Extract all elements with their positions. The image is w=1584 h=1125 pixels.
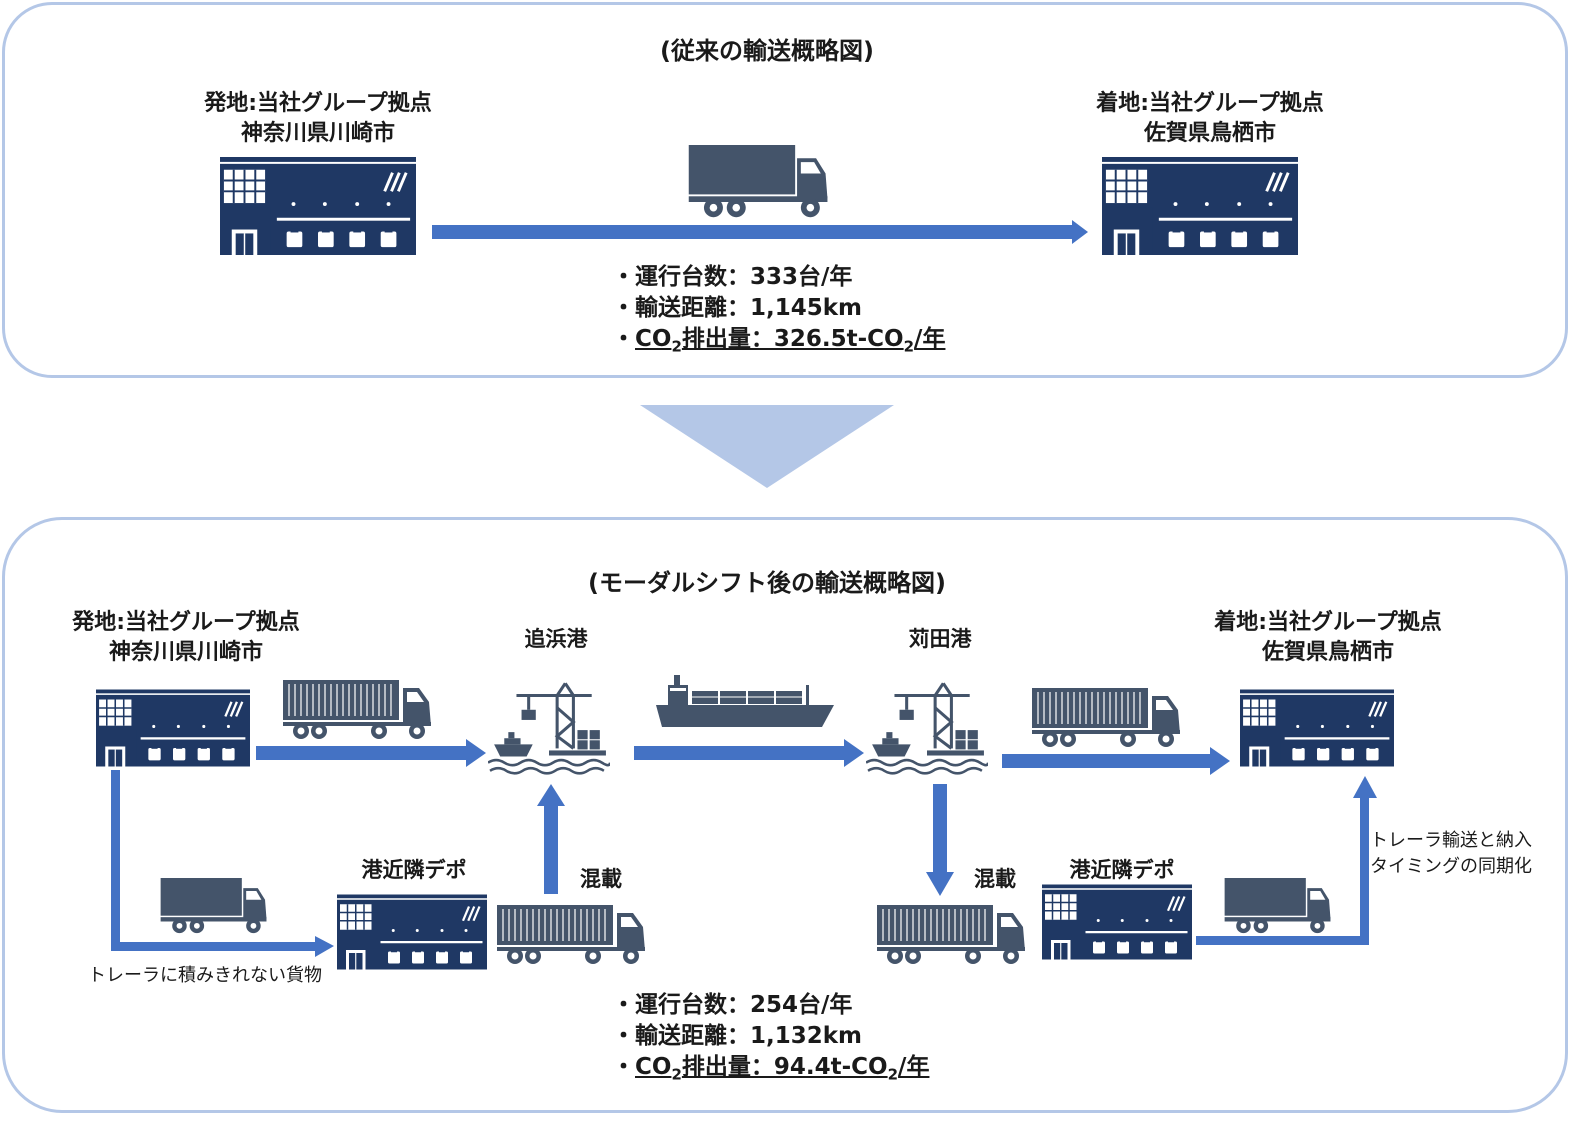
sync-note: トレーラ輸送と納入 タイミングの同期化 <box>1370 828 1532 880</box>
destination-line2: 佐賀県鳥栖市 <box>1261 640 1394 665</box>
conventional-stats: ・運行台数：333台/年 ・輸送距離：1,145km ・CO2排出量：326.5… <box>612 262 945 363</box>
destination-line2: 佐賀県鳥栖市 <box>1143 121 1276 146</box>
trailer-truck-icon <box>497 905 646 965</box>
port-origin-label: 追浜港 <box>524 627 588 651</box>
stat-distance: ・輸送距離：1,145km <box>612 295 863 321</box>
port-crane-icon <box>488 681 610 775</box>
port-crane-icon <box>866 681 988 775</box>
modal-origin-label: 発地:当社グループ拠点 神奈川県川崎市 <box>36 608 336 668</box>
trailer-truck-icon <box>283 680 432 740</box>
stat-co2: ・CO2排出量：94.4t-CO2/年 <box>612 1054 930 1084</box>
stat-co2: ・CO2排出量：326.5t-CO2/年 <box>612 326 946 356</box>
origin-line1: 発地:当社グループ拠点 <box>72 610 300 635</box>
depot-right-label: 港近隣デポ <box>1069 858 1175 882</box>
origin-line1: 発地:当社グループ拠点 <box>204 91 432 116</box>
conventional-destination-label: 着地:当社グループ拠点 佐賀県鳥栖市 <box>1060 89 1360 149</box>
port-destination-label: 苅田港 <box>908 627 972 651</box>
destination-line1: 着地:当社グループ拠点 <box>1096 91 1324 116</box>
modal-shift-title: (モーダルシフト後の輸送概略図) <box>588 569 946 597</box>
stat-trips: ・運行台数：254台/年 <box>612 992 853 1018</box>
modal-shift-panel <box>2 517 1568 1113</box>
conventional-title: (従来の輸送概略図) <box>660 37 874 65</box>
overflow-cargo-note: トレーラに積みきれない貨物 <box>88 965 322 986</box>
arrows-modal-shift <box>111 739 1377 957</box>
warehouse-icon <box>1042 883 1192 961</box>
sync-note-line1: トレーラ輸送と納入 <box>1370 830 1532 851</box>
container-ship-icon <box>656 674 835 728</box>
stat-distance: ・輸送距離：1,132km <box>612 1023 863 1049</box>
conventional-origin-label: 発地:当社グループ拠点 神奈川県川崎市 <box>168 89 468 149</box>
consolidation-left-label: 混載 <box>580 867 622 891</box>
truck-icon <box>1224 878 1331 934</box>
warehouse-icon <box>1102 155 1298 257</box>
warehouse-icon <box>220 155 416 257</box>
destination-line1: 着地:当社グループ拠点 <box>1214 610 1442 635</box>
truck-icon <box>160 878 267 934</box>
truck-icon <box>688 145 828 218</box>
modal-shift-stats: ・運行台数：254台/年 ・輸送距離：1,132km ・CO2排出量：94.4t… <box>612 990 929 1091</box>
warehouse-icon <box>96 688 250 768</box>
trailer-truck-icon <box>877 905 1026 965</box>
warehouse-icon <box>337 893 487 971</box>
consolidation-right-label: 混載 <box>974 867 1016 891</box>
modal-destination-label: 着地:当社グループ拠点 佐賀県鳥栖市 <box>1178 608 1478 668</box>
depot-left-label: 港近隣デポ <box>361 858 467 882</box>
origin-line2: 神奈川県川崎市 <box>240 121 395 146</box>
warehouse-icon <box>1240 688 1394 768</box>
origin-line2: 神奈川県川崎市 <box>108 640 263 665</box>
transition-arrow <box>640 405 894 488</box>
trailer-truck-icon <box>1032 688 1181 748</box>
arrow-conventional <box>432 220 1088 244</box>
sync-note-line2: タイミングの同期化 <box>1370 856 1532 877</box>
stat-trips: ・運行台数：333台/年 <box>612 264 853 290</box>
